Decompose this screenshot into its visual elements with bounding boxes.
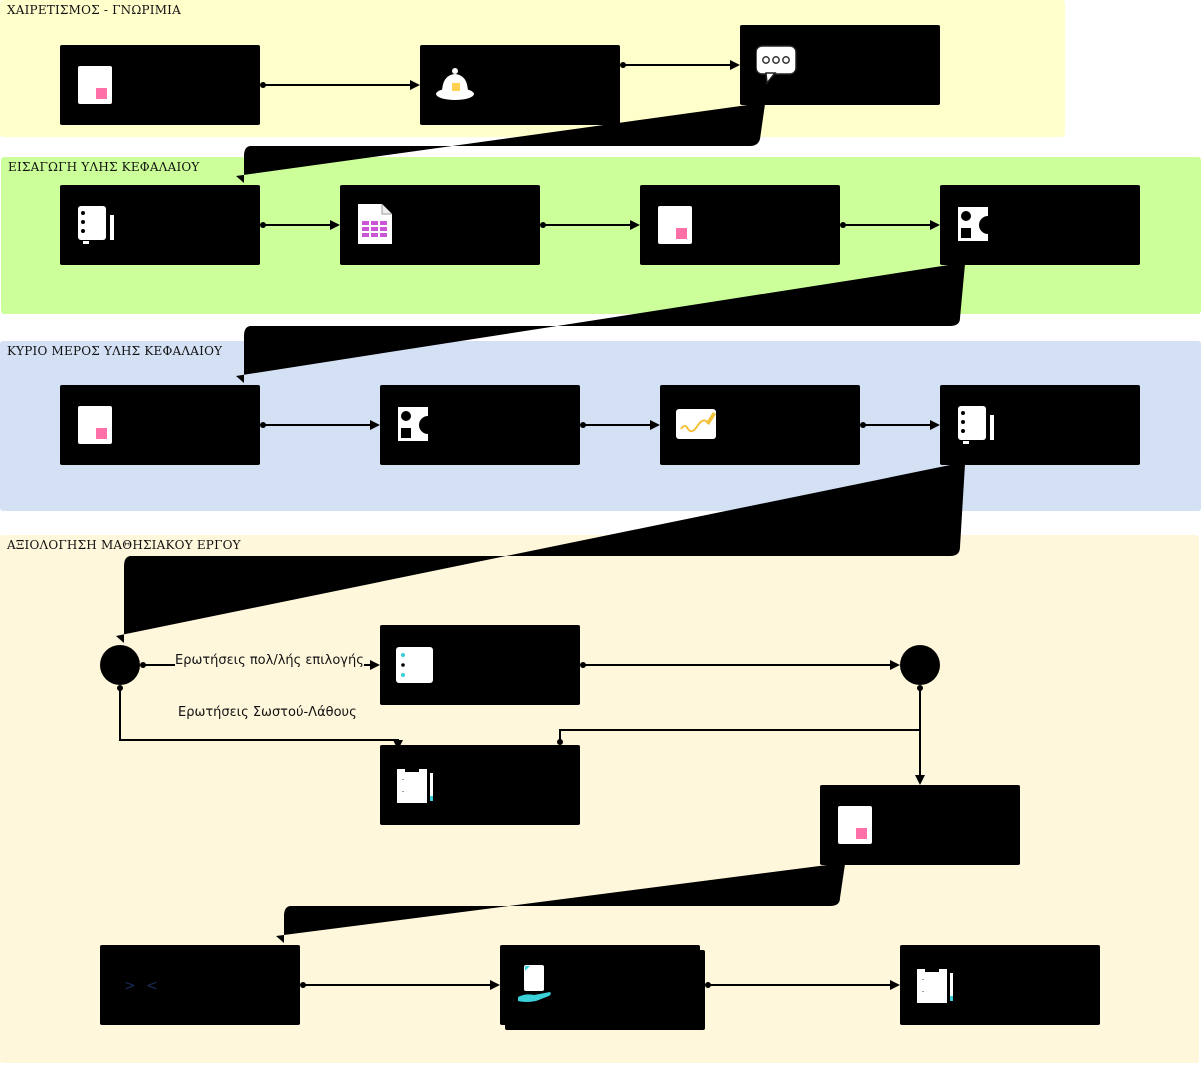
svg-text:-: - bbox=[922, 976, 924, 983]
connector-lane1-lane2 bbox=[236, 104, 765, 183]
notebook-icon bbox=[76, 203, 120, 247]
branch-label-true-false: Ερωτήσεις Σωστού-Λάθους bbox=[178, 705, 357, 720]
lane-title-introduction: ΕΙΣΑΓΩΓΗ ΥΛΗΣ ΚΕΦΑΛΑΙΟΥ bbox=[8, 160, 200, 174]
document-icon bbox=[656, 203, 700, 247]
shapes-icon bbox=[956, 203, 1000, 247]
lane-title-assessment: ΑΞΙΟΛΟΓΗΣΗ ΜΑΘΗΣΙΑΚΟΥ ΕΡΓΟΥ bbox=[7, 538, 241, 552]
connector-tf-merge bbox=[559, 689, 921, 742]
checklist-icon bbox=[396, 643, 440, 687]
activity-intro-shapes[interactable] bbox=[940, 185, 1140, 265]
chat-bubble-icon bbox=[756, 45, 800, 89]
activity-true-false-quiz[interactable]: -- bbox=[380, 745, 580, 825]
activity-final-hand-document[interactable] bbox=[500, 945, 700, 1025]
lane-title-main-part: ΚΥΡΙΟ ΜΕΡΟΣ ΥΛΗΣ ΚΕΦΑΛΑΙΟΥ bbox=[7, 344, 223, 358]
spreadsheet-icon bbox=[356, 203, 400, 247]
connector-lane3-lane4 bbox=[116, 464, 965, 643]
activity-greeting-document[interactable] bbox=[60, 45, 260, 125]
svg-text:-: - bbox=[922, 988, 924, 995]
connector-join-final bbox=[276, 864, 845, 943]
bell-icon bbox=[436, 63, 480, 107]
hand-document-icon bbox=[516, 963, 560, 1007]
activity-greeting-bell[interactable] bbox=[420, 45, 620, 125]
activity-main-notebook[interactable] bbox=[940, 385, 1140, 465]
activity-assessment-document[interactable] bbox=[820, 785, 1020, 865]
connector-split-tf bbox=[119, 688, 403, 750]
connector-lane2-lane3 bbox=[236, 264, 965, 383]
shapes-icon bbox=[396, 403, 440, 447]
activity-final-clipboard[interactable]: -- bbox=[900, 945, 1100, 1025]
branch-label-multiple-choice: Ερωτήσεις πολ/λής επιλογής bbox=[175, 653, 364, 668]
activity-final-chevrons[interactable]: >< bbox=[100, 945, 300, 1025]
activity-main-document[interactable] bbox=[60, 385, 260, 465]
clipboard-icon: -- bbox=[396, 763, 440, 807]
svg-text:-: - bbox=[402, 788, 404, 795]
lane-title-greeting: ΧΑΙΡΕΤΙΣΜΟΣ - ΓΝΩΡΙΜΙΑ bbox=[7, 3, 181, 17]
svg-text:<: < bbox=[146, 978, 158, 994]
svg-text:>: > bbox=[124, 978, 136, 994]
clipboard-icon: -- bbox=[916, 963, 960, 1007]
activity-greeting-chat[interactable] bbox=[740, 25, 940, 105]
document-icon bbox=[76, 403, 120, 447]
document-icon bbox=[836, 803, 880, 847]
activity-intro-notebook[interactable] bbox=[60, 185, 260, 265]
drawing-icon bbox=[676, 403, 720, 447]
svg-text:-: - bbox=[402, 776, 404, 783]
activity-intro-spreadsheet[interactable] bbox=[340, 185, 540, 265]
notebook-icon bbox=[956, 403, 1000, 447]
chevrons-icon: >< bbox=[116, 963, 160, 1007]
activity-main-shapes[interactable] bbox=[380, 385, 580, 465]
split-gateway[interactable] bbox=[100, 645, 140, 685]
merge-gateway[interactable] bbox=[900, 645, 940, 685]
activity-intro-document[interactable] bbox=[640, 185, 840, 265]
activity-multiple-choice-quiz[interactable] bbox=[380, 625, 580, 705]
document-icon bbox=[76, 63, 120, 107]
activity-main-drawing[interactable] bbox=[660, 385, 860, 465]
